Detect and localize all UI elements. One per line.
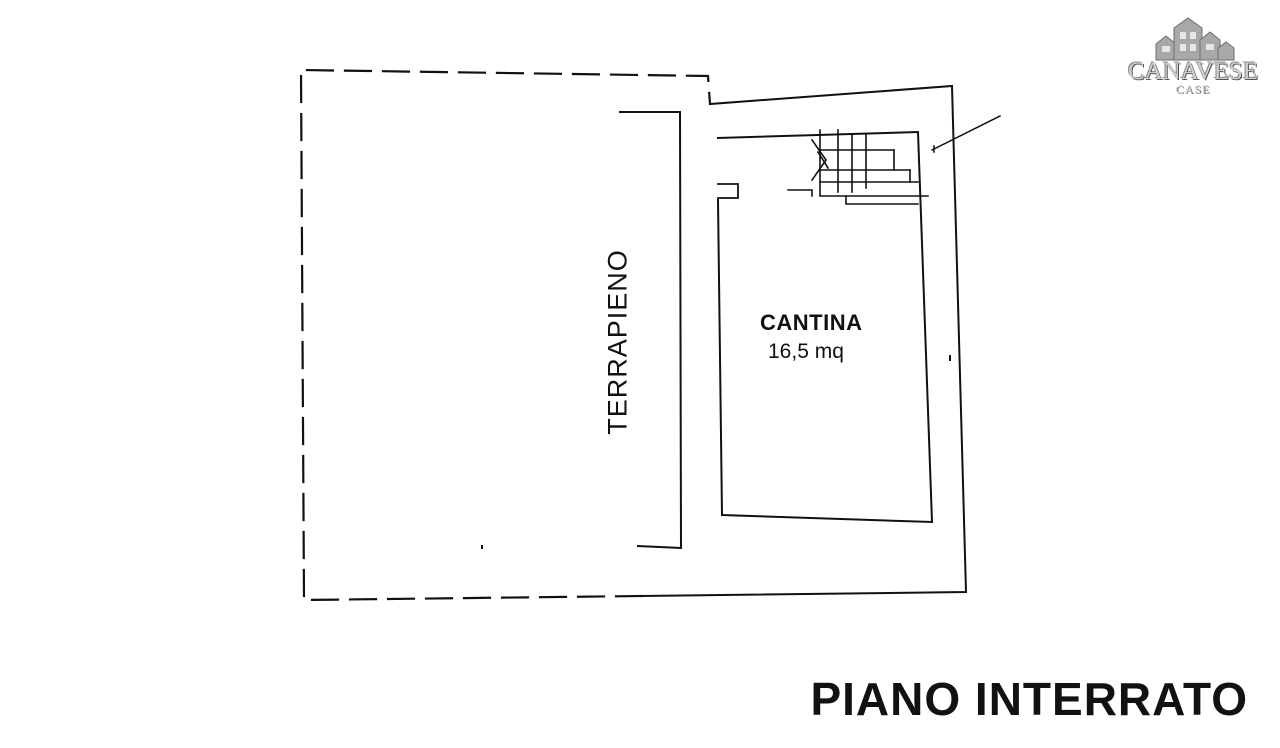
stair [787,129,929,205]
wall-jog [717,183,739,199]
room-name-label: CANTINA [760,310,863,335]
logo: CANAVESE CASE [1118,14,1268,100]
dashed-boundary [299,68,712,602]
terrapieno-label: TERRAPIENO [602,249,633,435]
houses-icon [1155,17,1235,61]
logo-subtitle: CASE [1175,82,1211,96]
outer-wall [640,84,968,598]
room-area-label: 16,5 mq [768,340,844,363]
logo-name: CANAVESE [1127,58,1259,85]
terrapieno-wall [619,111,683,550]
leader-line [930,114,1002,152]
floor-title: PIANO INTERRATO [810,673,1248,725]
